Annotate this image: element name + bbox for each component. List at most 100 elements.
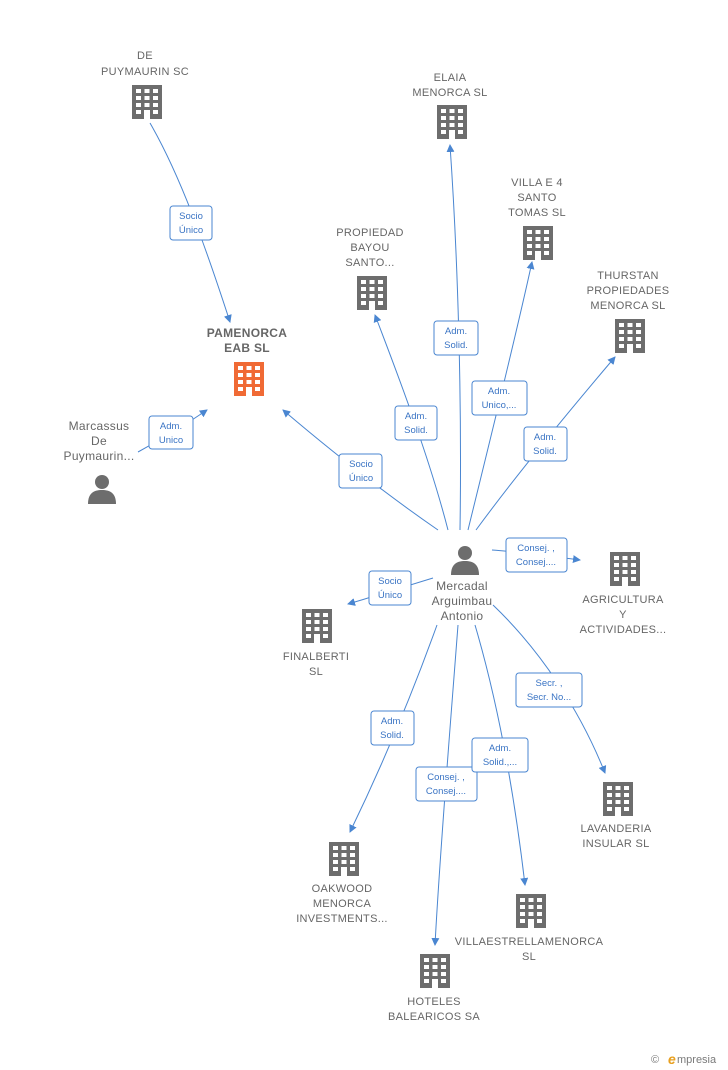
svg-text:LAVANDERIA: LAVANDERIA — [580, 823, 651, 835]
svg-text:ACTIVIDADES...: ACTIVIDADES... — [580, 624, 667, 636]
svg-text:Solid.: Solid. — [380, 730, 404, 741]
svg-text:Marcassus: Marcassus — [69, 419, 130, 433]
svg-text:Arguimbau: Arguimbau — [432, 594, 493, 608]
building-icon — [615, 319, 645, 353]
rel-label-mercadal-agricultura[interactable]: Consej. , Consej.... — [505, 537, 568, 573]
node-villa-e4[interactable]: VILLA E 4 SANTO TOMAS SL — [508, 177, 566, 260]
brand-initial: e — [668, 1051, 676, 1067]
building-icon — [610, 552, 640, 586]
svg-text:OAKWOOD: OAKWOOD — [312, 883, 373, 895]
svg-text:SANTO: SANTO — [517, 192, 556, 204]
node-de-puymaurin[interactable]: DE PUYMAURIN SC — [101, 50, 189, 119]
svg-text:Socio: Socio — [378, 576, 402, 587]
svg-text:Solid.,...: Solid.,... — [483, 757, 517, 768]
node-villaestrella[interactable]: VILLAESTRELLAMENORCA SL — [455, 894, 604, 963]
rel-label-mercadal-finalberti[interactable]: Socio Único — [368, 570, 412, 606]
building-icon — [132, 85, 162, 119]
building-icon — [420, 954, 450, 988]
svg-text:Solid.: Solid. — [533, 446, 557, 457]
building-icon — [603, 782, 633, 816]
svg-text:VILLAESTRELLAMENORCA: VILLAESTRELLAMENORCA — [455, 936, 604, 948]
svg-text:Mercadal: Mercadal — [436, 579, 488, 593]
svg-text:De: De — [91, 434, 107, 448]
person-icon — [88, 475, 116, 504]
rel-label-mercadal-elaia[interactable]: Adm. Solid. — [433, 320, 479, 356]
rel-label-mercadal-hoteles[interactable]: Consej. , Consej.... — [415, 766, 478, 802]
node-mercadal[interactable]: Mercadal Arguimbau Antonio — [432, 546, 493, 623]
svg-text:Y: Y — [619, 609, 627, 621]
building-icon — [234, 362, 264, 396]
node-thurstan[interactable]: THURSTAN PROPIEDADES MENORCA SL — [587, 270, 670, 353]
brand-footer: © e mpresia — [651, 1051, 717, 1067]
svg-text:EAB SL: EAB SL — [224, 341, 270, 355]
svg-text:BALEARICOS SA: BALEARICOS SA — [388, 1011, 480, 1023]
building-icon — [516, 894, 546, 928]
svg-text:Socio: Socio — [349, 459, 373, 470]
svg-text:SL: SL — [522, 951, 536, 963]
svg-text:PUYMAURIN SC: PUYMAURIN SC — [101, 66, 189, 78]
node-propiedad-bayou[interactable]: PROPIEDAD BAYOU SANTO... — [336, 227, 404, 310]
svg-text:Consej. ,: Consej. , — [517, 543, 555, 554]
rel-label-mercadal-pamenorca[interactable]: Socio Único — [338, 453, 383, 489]
svg-text:PAMENORCA: PAMENORCA — [207, 326, 288, 340]
copyright-symbol: © — [651, 1054, 659, 1066]
svg-text:ELAIA: ELAIA — [434, 72, 467, 84]
node-oakwood[interactable]: OAKWOOD MENORCA INVESTMENTS... — [296, 842, 388, 925]
node-hoteles[interactable]: HOTELES BALEARICOS SA — [388, 954, 480, 1023]
svg-text:Adm.: Adm. — [489, 743, 511, 754]
node-pamenorca[interactable]: PAMENORCA EAB SL — [207, 326, 288, 396]
svg-text:Solid.: Solid. — [404, 425, 428, 436]
svg-text:PROPIEDADES: PROPIEDADES — [587, 285, 670, 297]
svg-text:Solid.: Solid. — [444, 340, 468, 351]
svg-text:Consej....: Consej.... — [516, 557, 556, 568]
svg-text:MENORCA SL: MENORCA SL — [412, 87, 487, 99]
svg-text:THURSTAN: THURSTAN — [597, 270, 658, 282]
building-icon — [329, 842, 359, 876]
svg-text:PROPIEDAD: PROPIEDAD — [336, 227, 404, 239]
svg-text:Adm.: Adm. — [381, 716, 403, 727]
rel-label-mercadal-lavanderia[interactable]: Secr. , Secr. No... — [515, 672, 583, 708]
svg-text:Adm.: Adm. — [445, 326, 467, 337]
building-icon — [302, 609, 332, 643]
rel-label-marcassus-pamenorca[interactable]: Adm. Unico — [148, 415, 194, 450]
svg-text:Adm.: Adm. — [405, 411, 427, 422]
building-icon — [437, 105, 467, 139]
svg-text:Antonio: Antonio — [441, 609, 484, 623]
rel-label-depuy-pamenorca[interactable]: Socio Único — [169, 205, 213, 241]
svg-text:BAYOU: BAYOU — [350, 242, 389, 254]
svg-text:TOMAS SL: TOMAS SL — [508, 207, 566, 219]
svg-text:Adm.: Adm. — [160, 421, 182, 432]
svg-text:INVESTMENTS...: INVESTMENTS... — [296, 913, 388, 925]
node-lavanderia[interactable]: LAVANDERIA INSULAR SL — [580, 782, 652, 850]
rel-label-mercadal-villa[interactable]: Adm. Unico,... — [471, 380, 528, 416]
building-icon — [523, 226, 553, 260]
node-finalberti[interactable]: FINALBERTI SL — [283, 609, 349, 678]
svg-text:Único: Único — [378, 590, 402, 601]
svg-text:AGRICULTURA: AGRICULTURA — [582, 594, 664, 606]
svg-text:SL: SL — [309, 666, 323, 678]
rel-label-mercadal-bayou[interactable]: Adm. Solid. — [394, 405, 438, 441]
node-agricultura[interactable]: AGRICULTURA Y ACTIVIDADES... — [580, 552, 667, 636]
svg-text:Adm.: Adm. — [534, 432, 556, 443]
person-icon — [451, 546, 479, 575]
svg-text:Puymaurin...: Puymaurin... — [64, 449, 135, 463]
svg-text:FINALBERTI: FINALBERTI — [283, 651, 349, 663]
node-elaia[interactable]: ELAIA MENORCA SL — [412, 72, 487, 139]
rel-label-mercadal-thurstan[interactable]: Adm. Solid. — [523, 426, 568, 462]
svg-text:INSULAR SL: INSULAR SL — [582, 838, 649, 850]
svg-text:Secr. No...: Secr. No... — [527, 692, 571, 703]
brand-name: mpresia — [677, 1054, 717, 1066]
svg-text:Consej. ,: Consej. , — [427, 772, 465, 783]
rel-label-mercadal-villaestrella[interactable]: Adm. Solid.,... — [471, 737, 529, 773]
svg-text:MENORCA SL: MENORCA SL — [590, 300, 665, 312]
svg-text:MENORCA: MENORCA — [313, 898, 372, 910]
svg-text:SANTO...: SANTO... — [345, 257, 394, 269]
svg-text:Adm.: Adm. — [488, 386, 510, 397]
svg-text:VILLA E 4: VILLA E 4 — [511, 177, 563, 189]
svg-text:Único: Único — [179, 225, 203, 236]
node-marcassus[interactable]: Marcassus De Puymaurin... — [64, 419, 135, 504]
svg-text:DE: DE — [137, 50, 153, 62]
svg-text:Unico,...: Unico,... — [482, 400, 517, 411]
svg-text:Socio: Socio — [179, 211, 203, 222]
rel-label-mercadal-oakwood[interactable]: Adm. Solid. — [370, 710, 415, 746]
